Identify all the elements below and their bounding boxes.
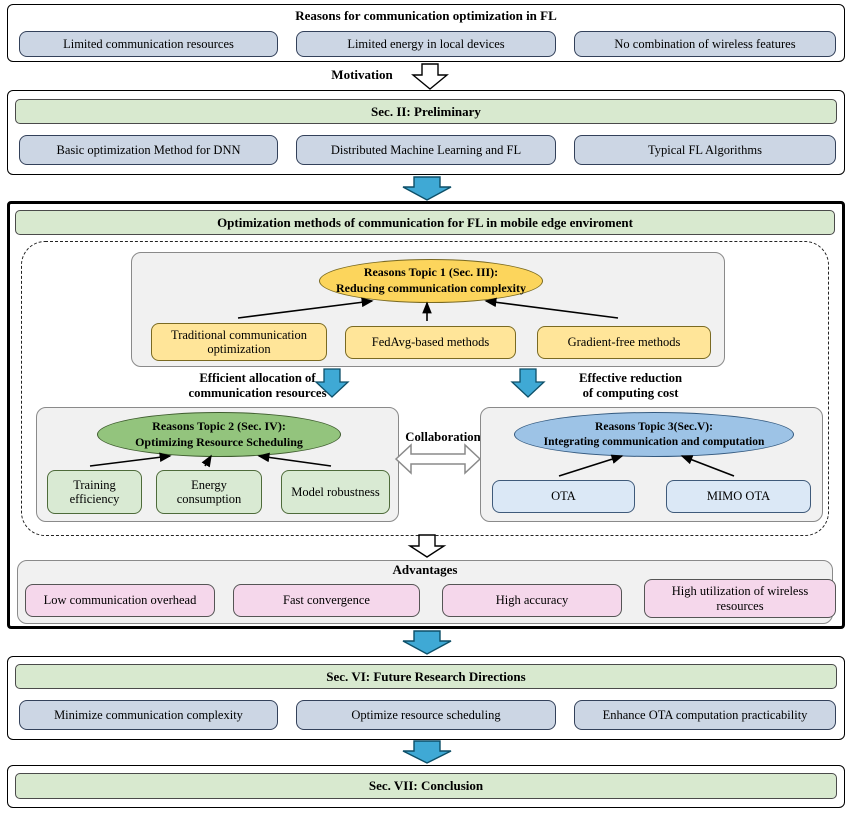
topic3-title-line2: Integrating communication and computatio…	[543, 435, 765, 448]
topic1-box: FedAvg-based methods	[345, 326, 516, 359]
topic3-box: MIMO OTA	[666, 480, 811, 513]
flow-arrow-icon	[402, 740, 452, 764]
section-reasons-title: Reasons for communication optimization i…	[295, 8, 557, 23]
efficient-allocation-line2: communication resources	[188, 386, 327, 401]
topic2-group: Reasons Topic 2 (Sec. IV): Optimizing Re…	[36, 407, 399, 522]
reason-box: Limited energy in local devices	[296, 31, 556, 57]
advantages-group: Advantages Low communication overhead Fa…	[17, 560, 836, 624]
advantage-box: Low communication overhead	[25, 584, 215, 617]
topic2-title-line1: Reasons Topic 2 (Sec. IV):	[152, 418, 286, 433]
advantage-box: Fast convergence	[233, 584, 420, 617]
topic1-box: Traditional communication optimization	[151, 323, 327, 361]
preliminary-box: Basic optimization Method for DNN	[19, 135, 278, 165]
future-box: Optimize resource scheduling	[296, 700, 556, 730]
reason-box: Limited communication resources	[19, 31, 278, 57]
topic1-title-line2: Reducing communication complexity	[336, 281, 526, 295]
advantages-title: Advantages	[392, 562, 458, 577]
section-optimization-header: Optimization methods of communication fo…	[15, 210, 835, 235]
topic2-box: Training efficiency	[47, 470, 142, 514]
preliminary-box: Distributed Machine Learning and FL	[296, 135, 556, 165]
topic1-ellipse: Reasons Topic 1 (Sec. III): Reducing com…	[319, 259, 543, 303]
topic3-group: Reasons Topic 3(Sec.V): Integrating comm…	[480, 407, 823, 522]
section-reasons: Reasons for communication optimization i…	[7, 4, 845, 62]
future-box: Minimize communication complexity	[19, 700, 278, 730]
motivation-arrow-icon	[411, 63, 449, 90]
efficient-allocation-label: Efficient allocation of communication re…	[180, 371, 335, 401]
advantage-box: High accuracy	[442, 584, 622, 617]
preliminary-box: Typical FL Algorithms	[574, 135, 836, 165]
efficient-allocation-line1: Efficient allocation of	[199, 371, 316, 385]
collaboration-label: Collaboration	[405, 430, 481, 444]
topic3-box: OTA	[492, 480, 635, 513]
topic3-ellipse: Reasons Topic 3(Sec.V): Integrating comm…	[514, 412, 794, 457]
effective-reduction-line2: of computing cost	[582, 386, 679, 401]
topic2-box: Energy consumption	[156, 470, 262, 514]
topic3-title-line1: Reasons Topic 3(Sec.V):	[595, 420, 713, 433]
flow-arrow-icon	[402, 630, 452, 655]
section-preliminary-header: Sec. II: Preliminary	[15, 99, 837, 124]
reason-box: No combination of wireless features	[574, 31, 836, 57]
motivation-label: Motivation	[331, 67, 393, 82]
future-box: Enhance OTA computation practicability	[574, 700, 836, 730]
topic1-group: Reasons Topic 1 (Sec. III): Reducing com…	[131, 252, 725, 367]
effective-reduction-line1: Effective reduction	[579, 371, 682, 385]
section-future-header: Sec. VI: Future Research Directions	[15, 664, 837, 689]
topic2-title-line2: Optimizing Resource Scheduling	[135, 434, 303, 449]
advantage-box: High utilization of wireless resources	[644, 579, 836, 618]
topic1-box: Gradient-free methods	[537, 326, 711, 359]
flow-arrow-icon	[402, 176, 452, 201]
section-optimization-methods: Optimization methods of communication fo…	[7, 201, 845, 629]
topic2-ellipse: Reasons Topic 2 (Sec. IV): Optimizing Re…	[97, 412, 341, 457]
topic1-title-line1: Reasons Topic 1 (Sec. III):	[363, 265, 499, 280]
section-conclusion: Sec. VII: Conclusion	[7, 765, 845, 808]
section-conclusion-header: Sec. VII: Conclusion	[15, 773, 837, 799]
topic2-box: Model robustness	[281, 470, 390, 514]
section-future-directions: Sec. VI: Future Research Directions Mini…	[7, 656, 845, 740]
section-preliminary: Sec. II: Preliminary Basic optimization …	[7, 90, 845, 175]
effective-reduction-label: Effective reduction of computing cost	[558, 371, 703, 401]
